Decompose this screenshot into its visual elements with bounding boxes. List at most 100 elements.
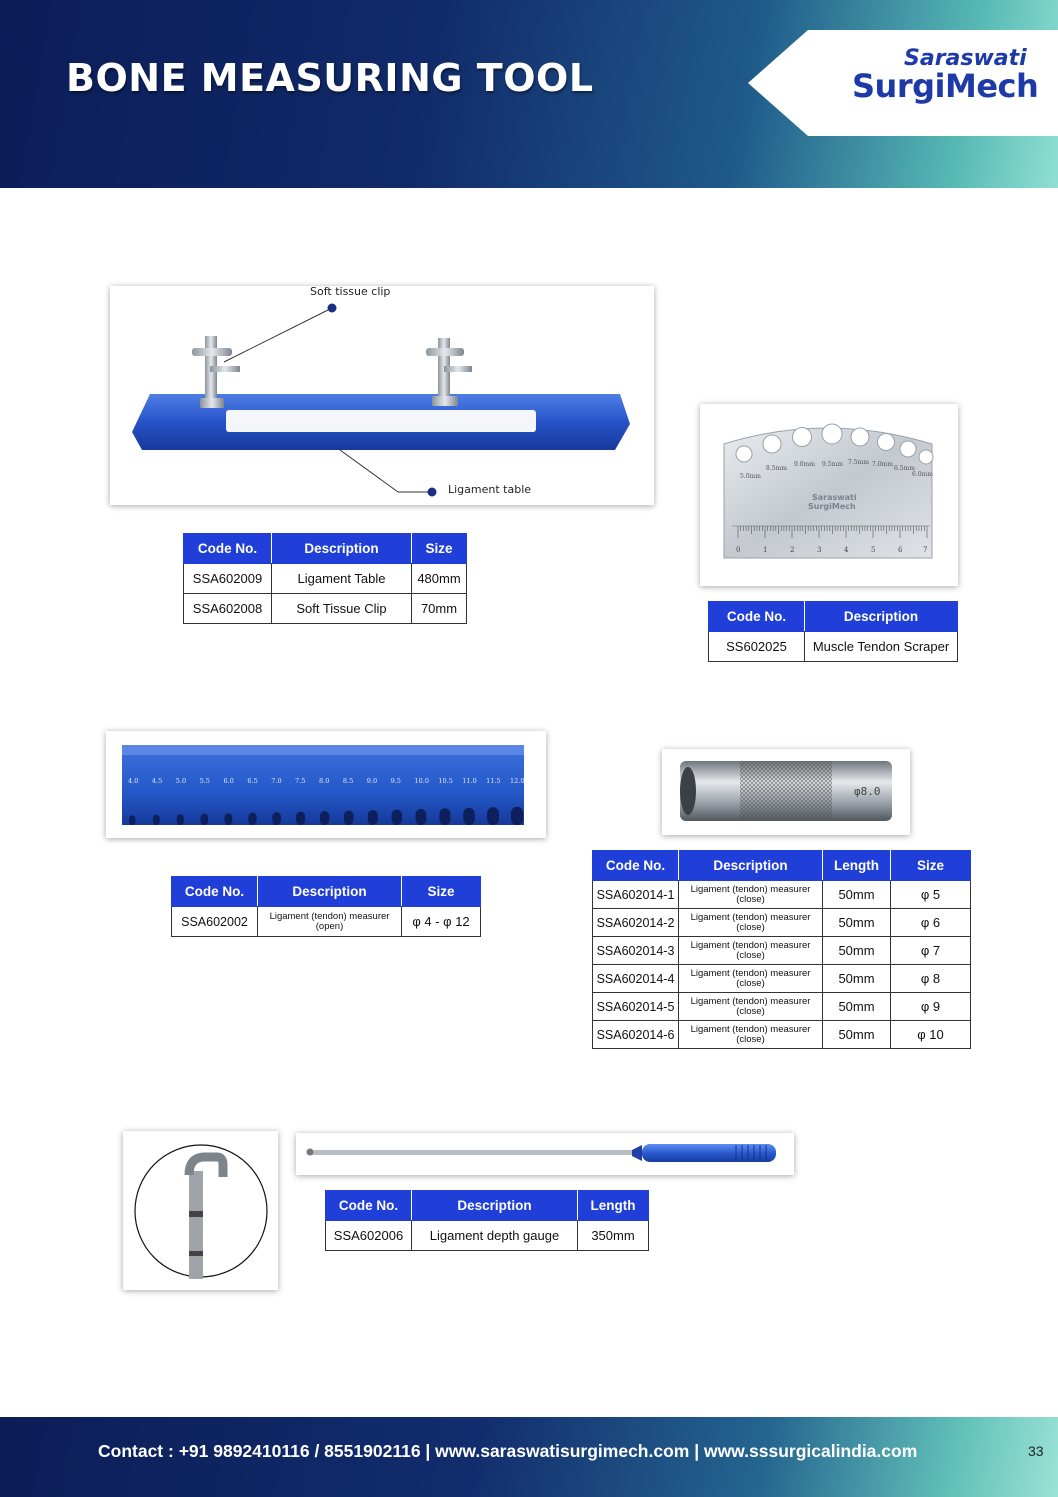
col-code: Code No.	[325, 1190, 412, 1221]
ruler-number: 2	[790, 546, 794, 554]
block-hole	[248, 812, 257, 825]
cell-size: 70mm	[411, 593, 467, 624]
cell-size: φ 5	[890, 880, 971, 909]
cell-code: SSA602014-6	[592, 1020, 679, 1049]
col-description: Description	[678, 850, 823, 881]
block-hole	[343, 810, 354, 825]
cell-length: 50mm	[822, 1020, 891, 1049]
scraper-engraved-logo: Saraswati	[812, 493, 857, 502]
block-scale-label: 7.5	[295, 777, 305, 785]
block-scale-label: 4.0	[128, 777, 138, 785]
scraper-mark: 8.5mm	[766, 465, 787, 472]
cell-description: Ligament depth gauge	[411, 1220, 578, 1251]
cell-length: 50mm	[822, 908, 891, 937]
cell-description: Ligament (tendon) measurer (close)	[678, 936, 823, 965]
page-header: BONE MEASURING TOOL Saraswati SurgiMech	[0, 0, 1058, 188]
cell-code: SS602025	[708, 631, 805, 662]
col-description: Description	[804, 601, 958, 632]
cell-length: 50mm	[822, 936, 891, 965]
table-row: SSA602009 Ligament Table 480mm	[183, 563, 467, 594]
block-scale-label: 11.5	[486, 777, 500, 785]
cell-description: Ligament (tendon) measurer (close)	[678, 908, 823, 937]
scraper-mark: 9.0mm	[794, 461, 815, 468]
cell-description: Ligament (tendon) measurer (open)	[257, 906, 402, 937]
ruler-number: 6	[898, 546, 903, 554]
cell-code: SSA602002	[171, 906, 258, 937]
cell-description: Muscle Tendon Scraper	[804, 631, 958, 662]
table-row: SSA602002 Ligament (tendon) measurer (op…	[171, 906, 481, 937]
cell-size: φ 8	[890, 964, 971, 993]
ruler-number: 0	[736, 546, 740, 554]
block-hole	[296, 811, 305, 825]
block-hole	[463, 807, 475, 825]
ligament-table-illustration	[132, 303, 630, 497]
cell-size: φ 6	[890, 908, 971, 937]
page-number: 33	[1028, 1443, 1044, 1459]
table-row: SSA602006 Ligament depth gauge 350mm	[325, 1220, 649, 1251]
col-size: Size	[890, 850, 971, 881]
col-description: Description	[271, 533, 412, 564]
ruler-number: 1	[763, 546, 767, 554]
block-hole	[367, 810, 378, 825]
table-header-row: Code No. Description Size	[171, 876, 481, 907]
ligament-measurer-close-photo: φ8.0	[662, 749, 910, 835]
cell-description: Ligament Table	[271, 563, 412, 594]
table-row: SS602025 Muscle Tendon Scraper	[708, 631, 958, 662]
scraper-mark: 6.0mm	[912, 471, 933, 478]
ruler-number: 7	[923, 546, 927, 554]
ruler-number: 3	[817, 546, 821, 554]
cell-description: Ligament (tendon) measurer (close)	[678, 1020, 823, 1049]
block-scale-label: 8.5	[343, 777, 353, 785]
cell-description: Ligament (tendon) measurer (close)	[678, 964, 823, 993]
scraper-mark: 7.0mm	[872, 461, 893, 468]
block-hole	[129, 815, 136, 825]
measurer-open-spec-table: Code No. Description Size SSA602002 Liga…	[171, 876, 481, 937]
table-header-row: Code No. Description	[708, 601, 958, 632]
ligament-table-spec-table: Code No. Description Size SSA602009 Liga…	[183, 533, 467, 624]
block-hole	[152, 814, 160, 825]
depth-gauge-spec-table: Code No. Description Length SSA602006 Li…	[325, 1190, 649, 1251]
depth-gauge-photo	[296, 1133, 794, 1175]
cell-code: SSA602006	[325, 1220, 412, 1251]
block-scale-label: 4.5	[152, 777, 162, 785]
scraper-mark: 7.5mm	[848, 459, 869, 466]
block-scale-label: 10.5	[438, 777, 452, 785]
block-hole	[487, 807, 499, 825]
brand-logo: Saraswati SurgiMech	[852, 48, 1039, 105]
cell-length: 50mm	[822, 964, 891, 993]
measurer-close-spec-table: Code No. Description Length Size SSA6020…	[592, 850, 971, 1049]
scraper-mark: 6.5mm	[894, 465, 915, 472]
block-scale-label: 10.0	[415, 777, 429, 785]
block-scale-label: 6.5	[247, 777, 257, 785]
cell-code: SSA602014-5	[592, 992, 679, 1021]
cell-length: 350mm	[577, 1220, 649, 1251]
block-hole	[272, 812, 281, 825]
block-hole	[415, 808, 427, 825]
cell-code: SSA602014-3	[592, 936, 679, 965]
scraper-spec-table: Code No. Description SS602025 Muscle Ten…	[708, 601, 958, 662]
ligament-table-callout: Ligament table	[448, 483, 532, 496]
col-code: Code No.	[171, 876, 258, 907]
depth-gauge-tip-photo	[123, 1131, 278, 1290]
block-scale-label: 8.0	[319, 777, 329, 785]
block-scale-label: 7.0	[271, 777, 281, 785]
col-size: Size	[411, 533, 467, 564]
col-code: Code No.	[183, 533, 272, 564]
ligament-table-photo	[110, 286, 654, 505]
scraper-illustration: 5.0mm 8.5mm 9.0mm 9.5mm 7.5mm 7.0mm 6.5m…	[723, 423, 934, 559]
scraper-mark: 9.5mm	[822, 461, 843, 468]
cell-size: φ 10	[890, 1020, 971, 1049]
cell-code: SSA602009	[183, 563, 272, 594]
depth-gauge-illustration	[306, 1144, 776, 1162]
block-scale-label: 9.5	[391, 777, 401, 785]
cell-size: φ 9	[890, 992, 971, 1021]
depth-gauge-tip-illustration	[134, 1144, 268, 1279]
logo-line-2: SurgiMech	[852, 67, 1039, 105]
ruler-number: 5	[871, 546, 875, 554]
block-scale-label: 12.0	[510, 777, 524, 785]
cell-length: 50mm	[822, 880, 891, 909]
